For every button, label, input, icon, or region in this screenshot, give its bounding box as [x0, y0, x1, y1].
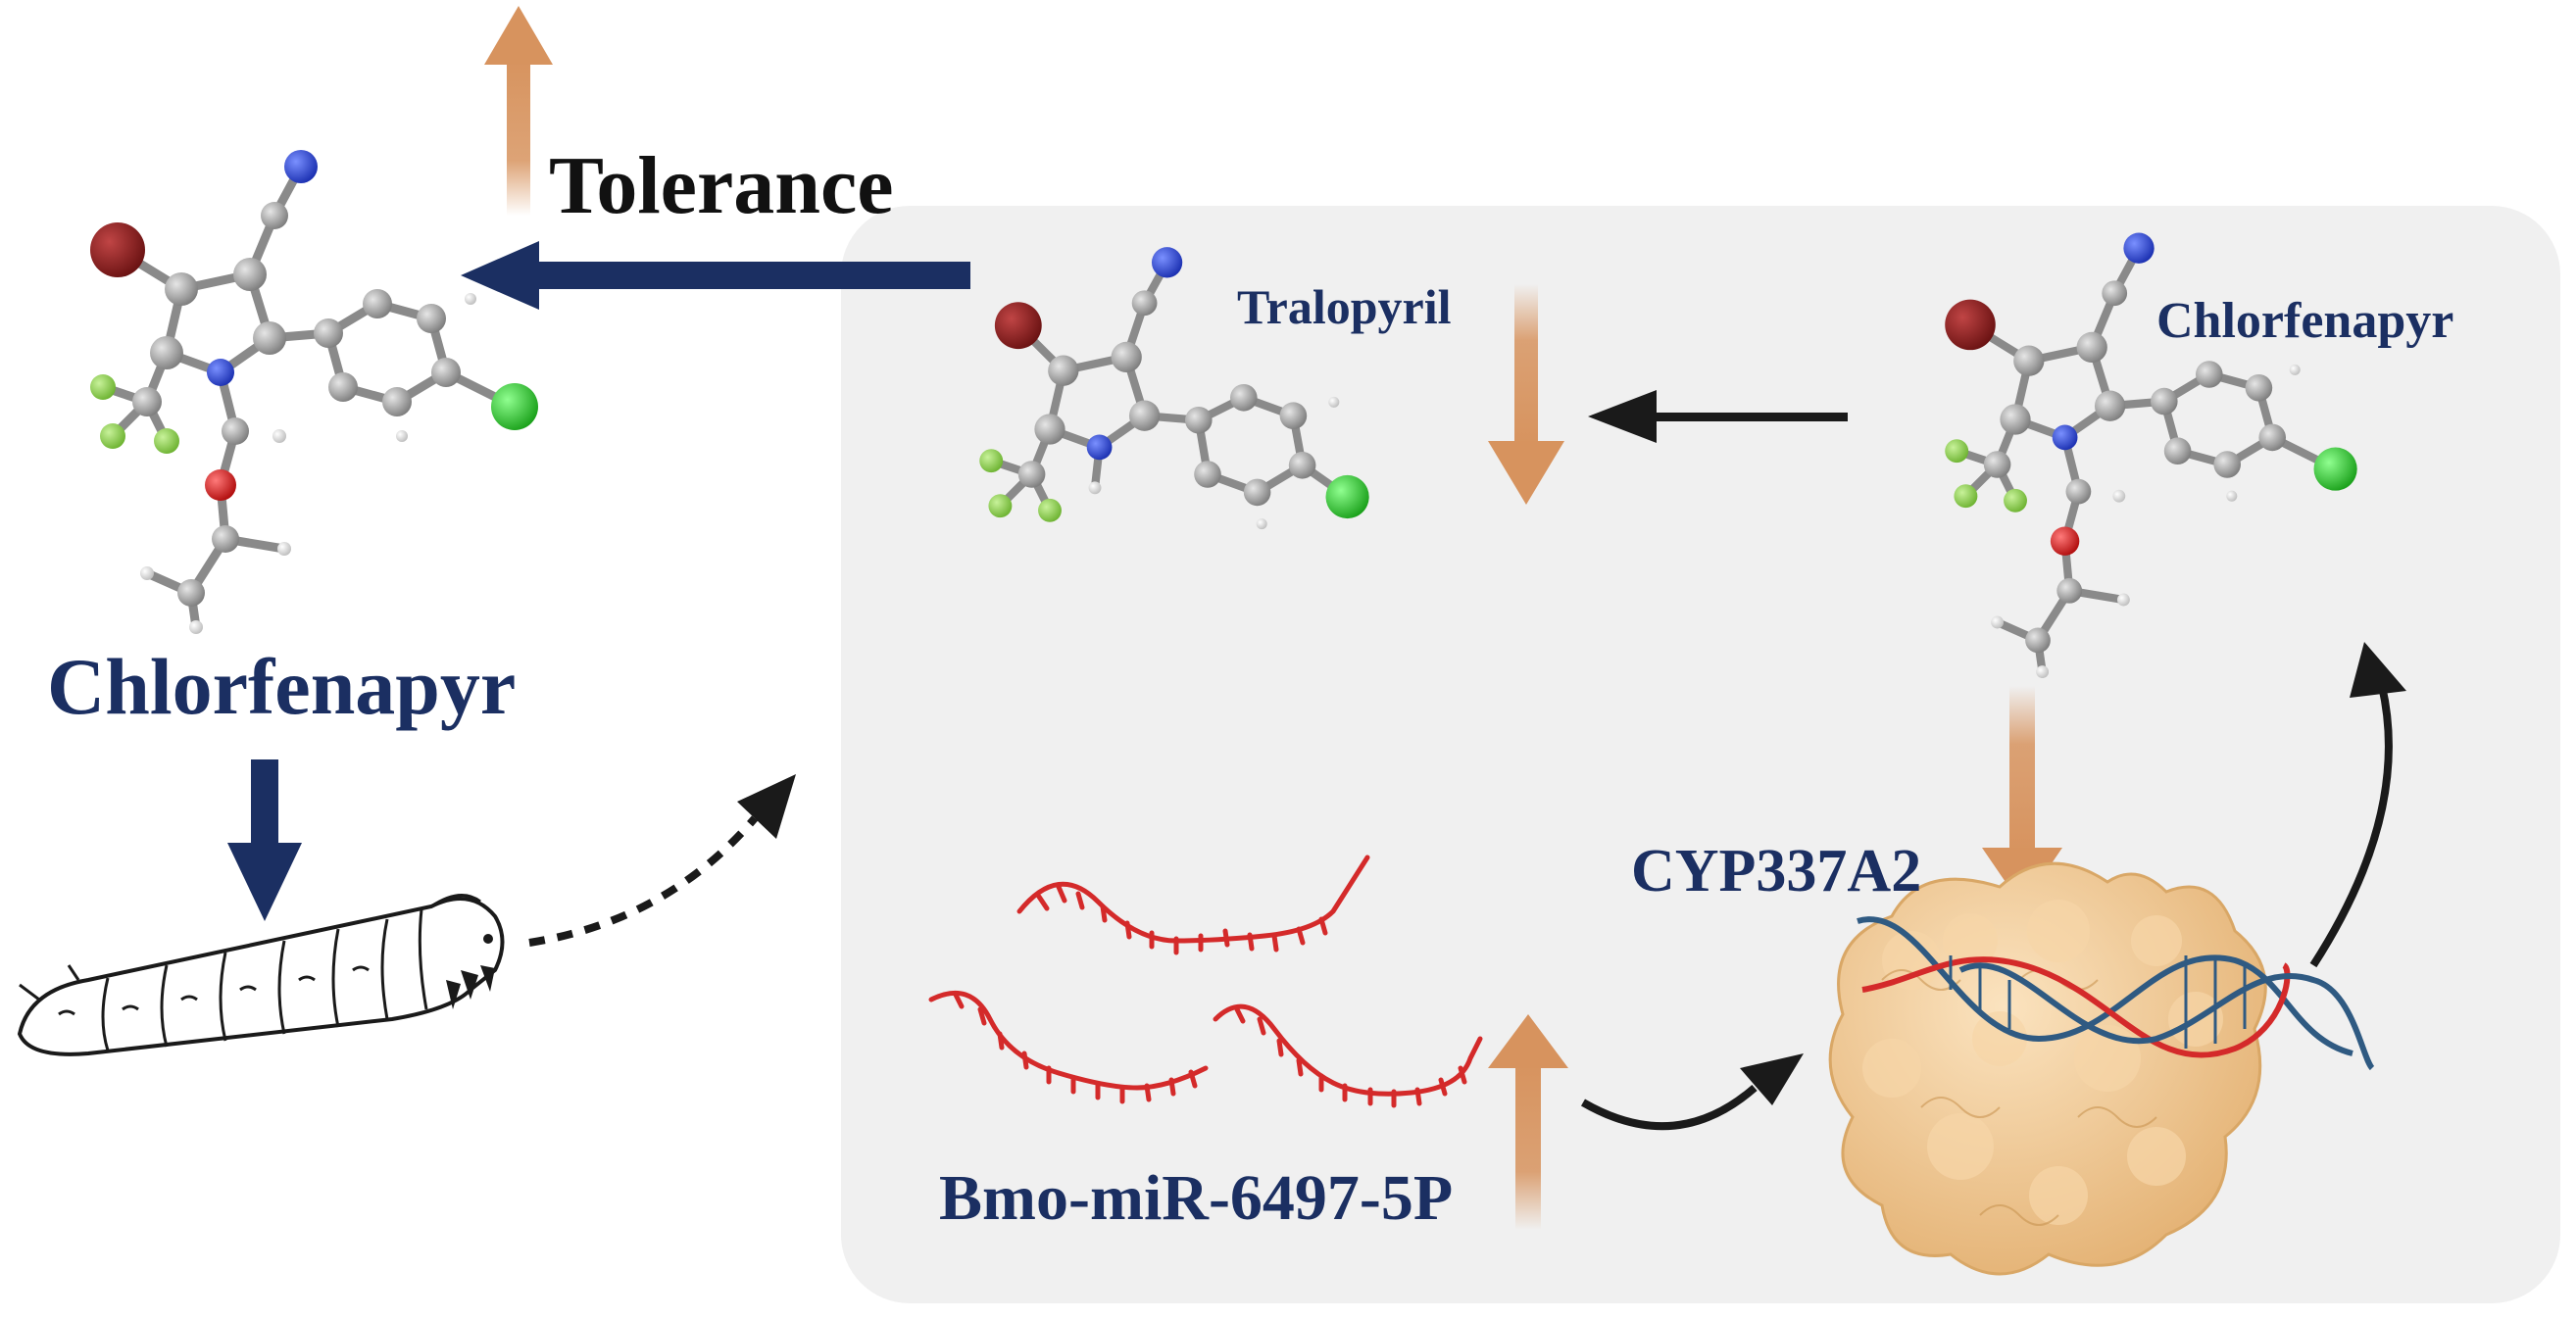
tolerance-label: Tolerance	[549, 140, 894, 231]
mirna-strands	[928, 855, 1483, 1108]
chlorfenapyr-molecule	[90, 150, 538, 634]
cyp-protein-dna	[1828, 861, 2375, 1276]
mirna-up-arrow	[1488, 1014, 1568, 1230]
tralopyril-down-arrow	[1488, 284, 1564, 505]
mirna-label: Bmo-miR-6497-5P	[939, 1162, 1454, 1234]
cyp337a2-label: CYP337A2	[1631, 838, 1922, 904]
tralopyril-label: Tralopyril	[1237, 279, 1452, 334]
mirna-to-cyp-arrow	[1580, 1053, 1804, 1131]
silkworm-larva	[17, 894, 505, 1056]
exposure-down-arrow	[227, 759, 302, 921]
release-arrow	[461, 241, 970, 310]
chlorfenapyr-main-label: Chlorfenapyr	[47, 642, 517, 731]
dashed-arrow	[528, 774, 796, 947]
metabolism-arrow	[1588, 390, 1848, 443]
chlorfenapyr-inner-label: Chlorfenapyr	[2156, 293, 2454, 349]
cyp-to-chlorfenapyr-arrow	[2309, 642, 2406, 968]
tolerance-up-arrow	[484, 6, 553, 216]
pathway-panel	[841, 206, 2560, 1303]
